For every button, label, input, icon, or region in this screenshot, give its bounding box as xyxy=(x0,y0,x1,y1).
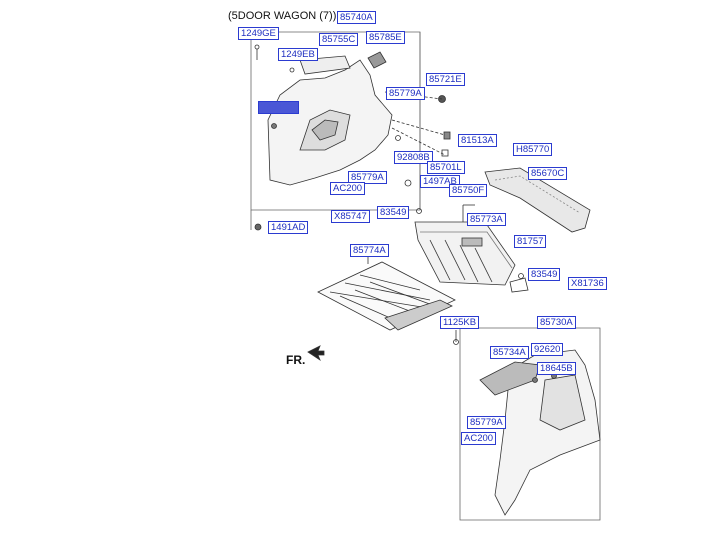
part-label-85755C[interactable]: 85755C xyxy=(319,33,359,46)
part-label-85734A[interactable]: 85734A xyxy=(490,346,529,359)
part-label-1491AD[interactable]: 1491AD xyxy=(268,221,309,234)
part-label-AC200-2[interactable]: AC200 xyxy=(461,432,497,445)
part-label-1494GB[interactable]: 1494GB xyxy=(258,101,299,114)
part-label-X85747[interactable]: X85747 xyxy=(331,210,370,223)
part-label-85670C[interactable]: 85670C xyxy=(528,167,568,180)
front-arrow-icon xyxy=(307,345,325,362)
part-label-85779A[interactable]: 85779A xyxy=(386,87,425,100)
part-label-1249EB[interactable]: 1249EB xyxy=(278,48,318,61)
part-label-81513A[interactable]: 81513A xyxy=(458,134,497,147)
variant-header: (5DOOR WAGON (7)) xyxy=(228,10,337,22)
part-label-83549[interactable]: 83549 xyxy=(377,206,410,219)
part-label-X81736[interactable]: X81736 xyxy=(568,277,607,290)
part-label-83549-2[interactable]: 83549 xyxy=(528,268,561,281)
part-label-81757[interactable]: 81757 xyxy=(514,235,547,248)
part-label-1249GE[interactable]: 1249GE xyxy=(238,27,279,40)
part-label-92808B[interactable]: 92808B xyxy=(394,151,433,164)
part-label-AC200[interactable]: AC200 xyxy=(330,182,366,195)
part-label-92620[interactable]: 92620 xyxy=(531,343,564,356)
part-label-85785E[interactable]: 85785E xyxy=(366,31,405,44)
part-label-85701L[interactable]: 85701L xyxy=(427,161,465,174)
front-direction-label: FR. xyxy=(286,353,306,367)
part-label-H85770[interactable]: H85770 xyxy=(513,143,553,156)
luggage-tray xyxy=(414,221,516,286)
part-label-85721E[interactable]: 85721E xyxy=(426,73,465,86)
part-label-85779A-3[interactable]: 85779A xyxy=(467,416,506,429)
part-label-85740A[interactable]: 85740A xyxy=(337,11,376,24)
part-label-85773A[interactable]: 85773A xyxy=(467,213,506,226)
part-label-18645B[interactable]: 18645B xyxy=(537,362,576,375)
part-label-85730A[interactable]: 85730A xyxy=(537,316,576,329)
part-label-1125KB[interactable]: 1125KB xyxy=(440,316,480,329)
part-label-85774A[interactable]: 85774A xyxy=(350,244,389,257)
part-label-85750F[interactable]: 85750F xyxy=(449,184,488,197)
part-label-85779A-2[interactable]: 85779A xyxy=(348,171,387,184)
